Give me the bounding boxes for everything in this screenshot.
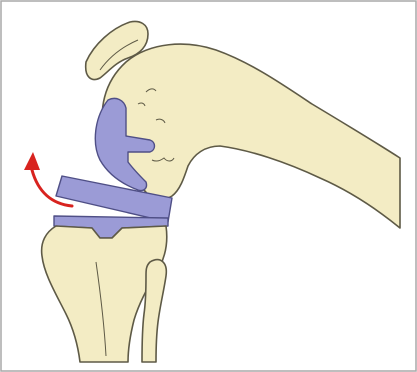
figure-frame [0,0,417,372]
knee-implant-diagram [0,0,417,372]
